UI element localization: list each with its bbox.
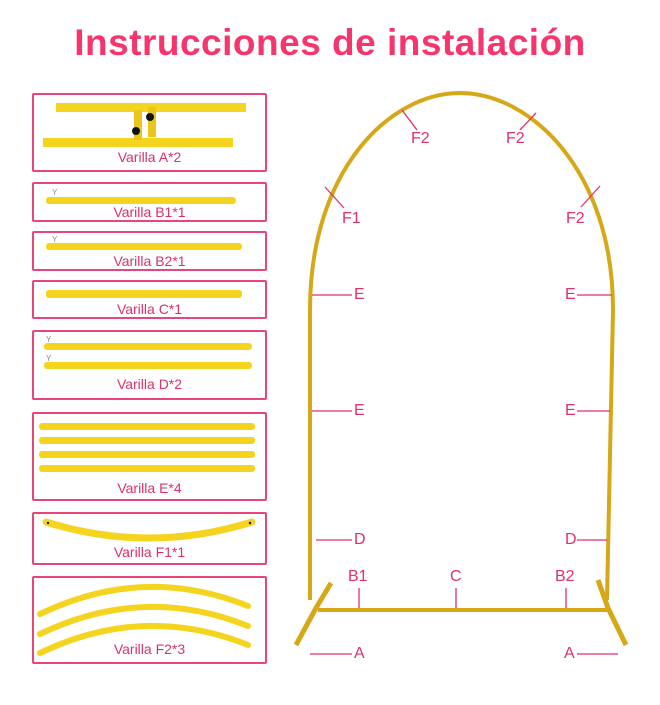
rod-e-image — [39, 423, 255, 472]
page-title: Instrucciones de instalación — [74, 22, 586, 63]
part-label-a: Varilla A*2 — [117, 149, 182, 165]
part-panel-e: Varilla E*4 — [32, 412, 267, 501]
label-c: C — [450, 568, 462, 585]
part-label-f1: Varilla F1*1 — [113, 544, 186, 560]
part-label-b2: Varilla B2*1 — [113, 253, 186, 269]
svg-text:Y: Y — [46, 335, 52, 344]
svg-text:Y: Y — [46, 354, 52, 363]
part-panel-c: Varilla C*1 — [32, 280, 267, 319]
part-panel-f2: Varilla F2*3 — [32, 576, 267, 664]
part-label-f2: Varilla F2*3 — [113, 641, 186, 657]
label-e-upper-right: E — [565, 286, 576, 303]
part-label-b1: Varilla B1*1 — [113, 204, 186, 220]
part-label-e: Varilla E*4 — [117, 480, 182, 496]
part-panel-b1: Y Varilla B1*1 — [32, 182, 267, 222]
part-panel-b2: Y Varilla B2*1 — [32, 231, 267, 271]
label-a-left: A — [354, 645, 365, 662]
rod-c-image — [46, 290, 242, 298]
part-label-d: Varilla D*2 — [116, 376, 183, 392]
svg-text:Y: Y — [52, 188, 58, 197]
svg-text:Y: Y — [52, 235, 58, 244]
label-f2-right: F2 — [566, 210, 585, 227]
rod-f1-image — [42, 518, 256, 542]
rod-b2-image: Y — [46, 235, 242, 250]
rod-f2-image — [37, 583, 251, 656]
label-f1-left: F1 — [342, 210, 361, 227]
part-label-c: Varilla C*1 — [116, 301, 183, 317]
label-b1: B1 — [348, 568, 368, 585]
rod-a-image — [43, 103, 246, 147]
label-d-left: D — [354, 531, 366, 548]
part-panel-d: Y Y Varilla D*2 — [32, 330, 267, 400]
assembly-diagram: F2 F2 F1 F2 E E E E D D B1 C B2 A A — [280, 80, 660, 700]
label-f2-top-right: F2 — [506, 130, 525, 147]
label-f2-top-left: F2 — [411, 130, 430, 147]
rod-b1-image: Y — [46, 188, 236, 204]
label-d-right: D — [565, 531, 577, 548]
label-e-upper-left: E — [354, 286, 365, 303]
part-panel-f1: Varilla F1*1 — [32, 512, 267, 565]
label-e-lower-left: E — [354, 402, 365, 419]
label-e-lower-right: E — [565, 402, 576, 419]
rod-d-image: Y Y — [44, 335, 252, 369]
label-b2: B2 — [555, 568, 575, 585]
label-a-right: A — [564, 645, 575, 662]
part-panel-a: Varilla A*2 — [32, 93, 267, 172]
arch-frame-image — [293, 90, 629, 655]
